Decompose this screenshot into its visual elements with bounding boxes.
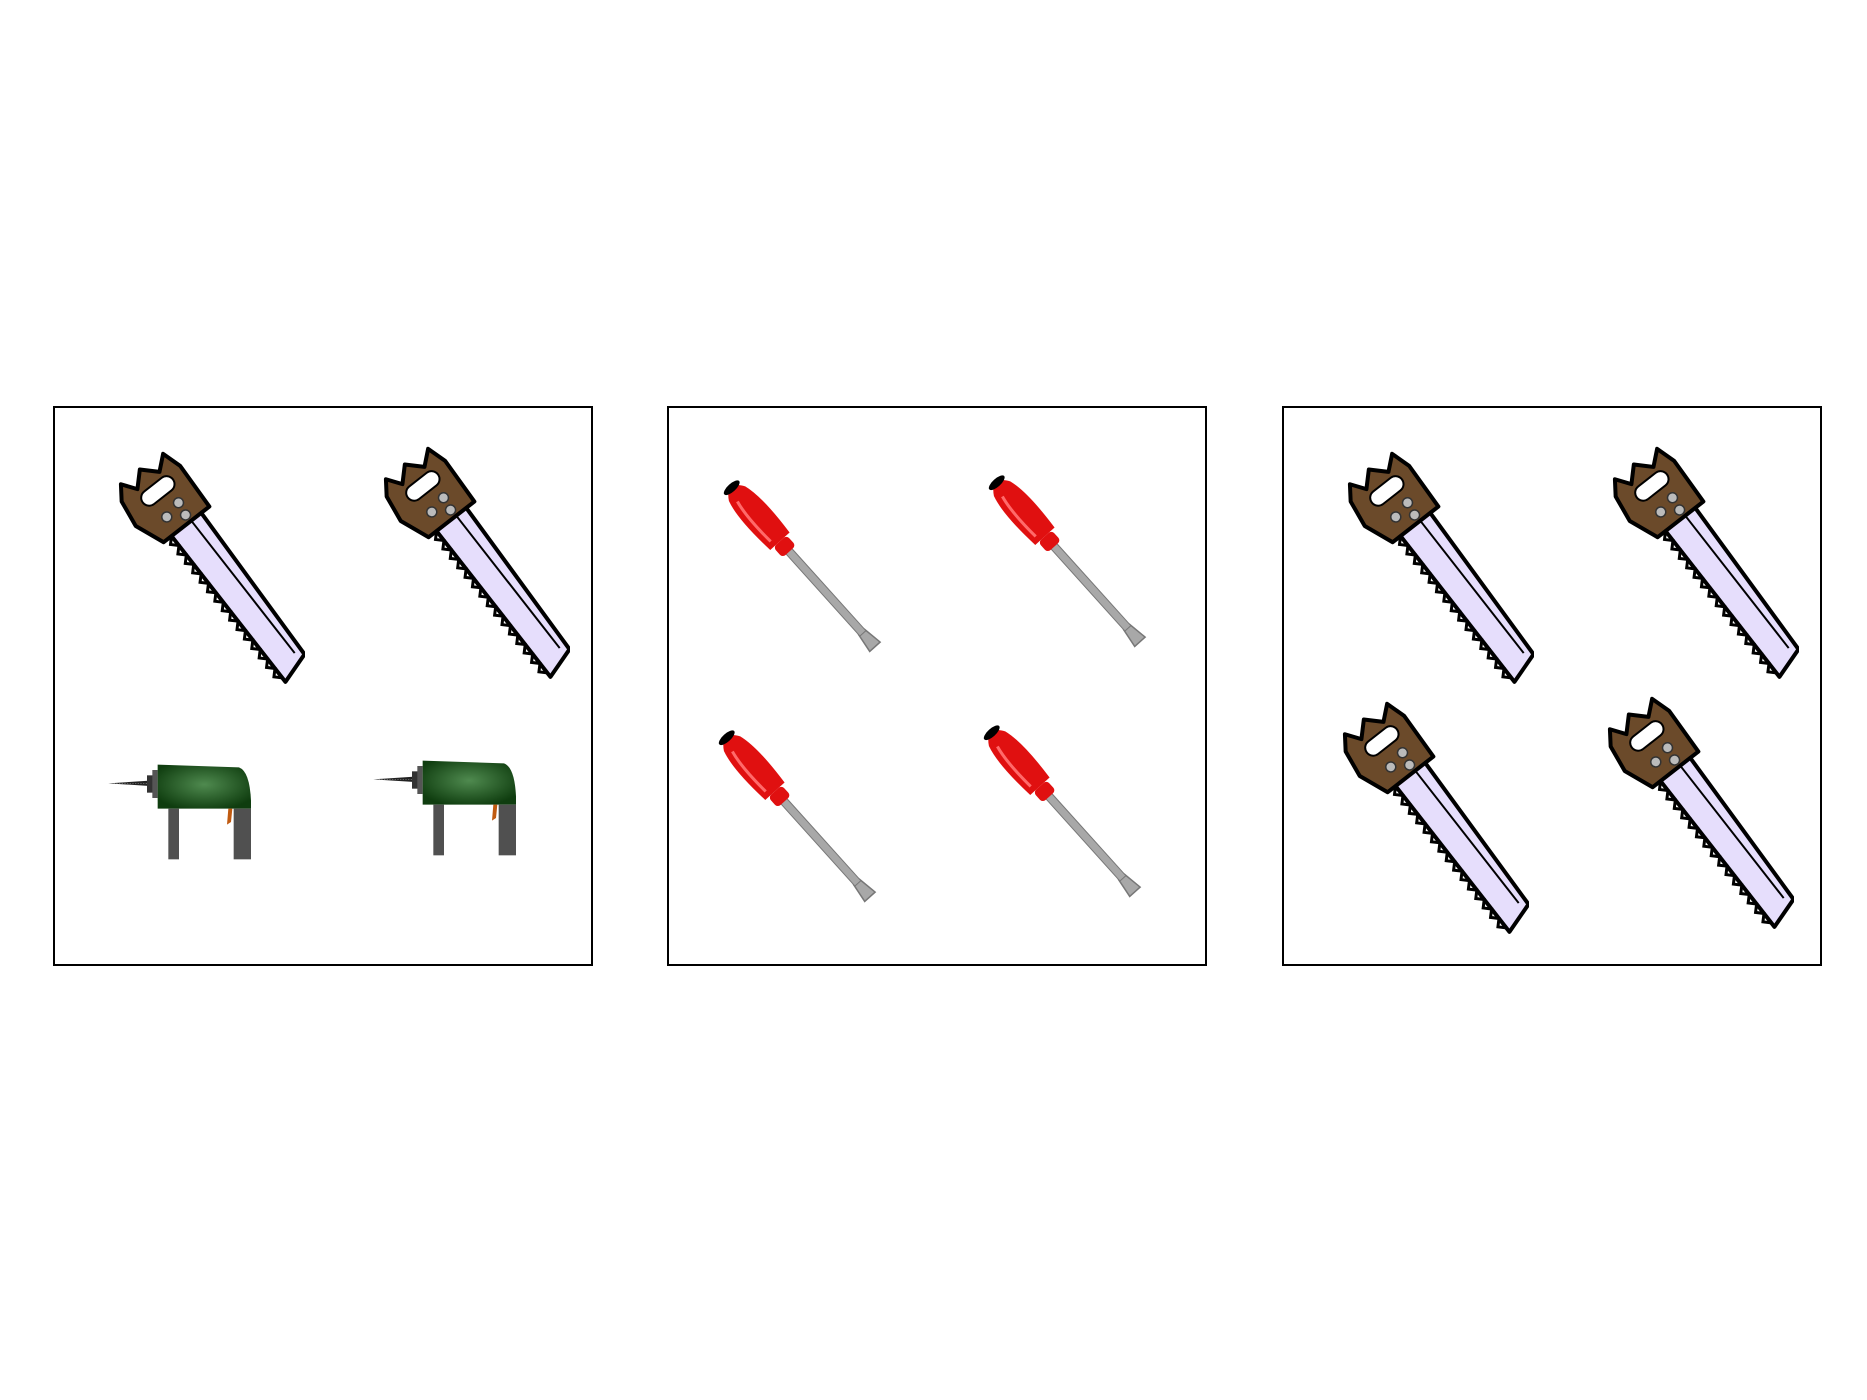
- drill-icon: [335, 754, 565, 914]
- saw-icon: [1304, 448, 1534, 688]
- saw-icon: [1564, 693, 1794, 933]
- saw-icon: [1299, 698, 1529, 938]
- panel-right: [1282, 406, 1822, 966]
- saw-icon: [340, 443, 570, 683]
- screwdriver-icon: [949, 693, 1179, 933]
- saw-icon: [1569, 443, 1799, 683]
- screwdriver-icon: [954, 443, 1184, 683]
- saw-icon: [75, 448, 305, 688]
- drill-icon: [70, 758, 300, 918]
- panel-middle: [667, 406, 1207, 966]
- screwdriver-icon: [689, 448, 919, 688]
- screwdriver-icon: [684, 698, 914, 938]
- panel-left: [53, 406, 593, 966]
